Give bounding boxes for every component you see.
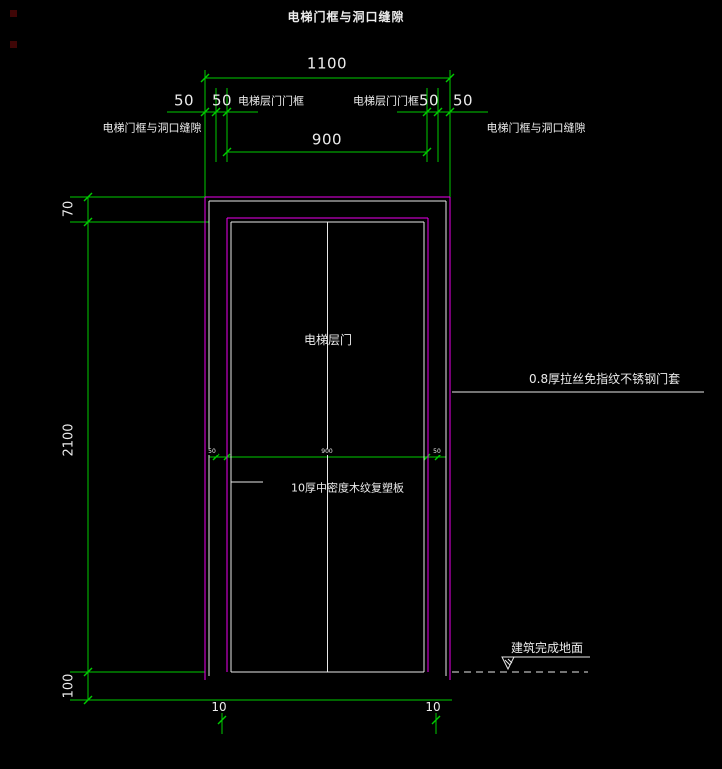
dim-overall-width: 1100 — [306, 54, 348, 73]
dim-bottom-gap-left: 10 — [209, 700, 229, 714]
dim-floor-offset: 100 — [61, 673, 77, 699]
drawing-title: 电梯门框与洞口缝隙 — [287, 10, 405, 24]
dim-gap-left-inner: 50 — [211, 91, 233, 110]
artifact-mark — [10, 41, 17, 48]
gap-note-left: 电梯门框与洞口缝隙 — [102, 121, 202, 135]
frame-label-left: 电梯层门门框 — [238, 94, 304, 108]
door-panel-lines — [208, 200, 704, 676]
mid-dim-center: 900 — [319, 448, 335, 455]
board-note: 10厚中密度木纹复塑板 — [291, 481, 404, 495]
dim-gap-right-outer: 50 — [452, 91, 474, 110]
dim-clear-width: 900 — [311, 130, 343, 149]
dim-bottom-gap-right: 10 — [423, 700, 443, 714]
frame-label-right: 电梯层门门框 — [353, 94, 419, 108]
door-label: 电梯层门 — [303, 333, 353, 347]
dimension-ticks — [83, 73, 455, 725]
artifact-mark — [10, 10, 17, 17]
dim-gap-right-inner: 50 — [418, 91, 440, 110]
dimension-lines — [70, 70, 488, 734]
gap-note-right: 电梯门框与洞口缝隙 — [486, 121, 586, 135]
door-frame-outline — [204, 196, 451, 680]
floor-level-symbol — [501, 656, 515, 671]
steel-frame-note: 0.8厚拉丝免指纹不锈钢门套 — [529, 372, 681, 386]
dim-top-offset: 70 — [61, 200, 77, 218]
dim-gap-left-outer: 50 — [173, 91, 195, 110]
finished-floor-label: 建筑完成地面 — [511, 641, 584, 655]
mid-dim-left: 50 — [206, 448, 218, 455]
mid-dim-right: 50 — [431, 448, 443, 455]
dim-door-height: 2100 — [61, 423, 77, 457]
